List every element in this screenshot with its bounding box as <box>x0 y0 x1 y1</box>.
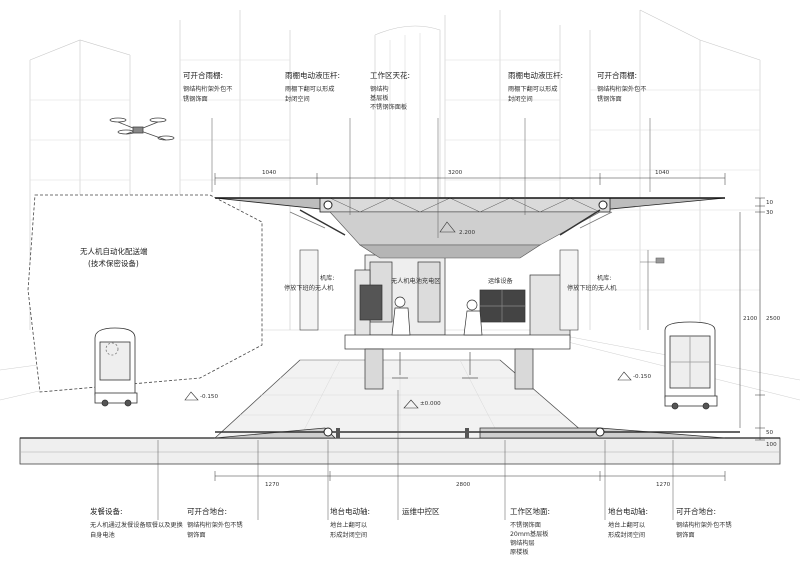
svg-text:无人机自动化配送端: 无人机自动化配送端 <box>80 246 148 256</box>
svg-text:锈钢饰面: 锈钢饰面 <box>183 95 208 103</box>
svg-text:形成封闭空间: 形成封闭空间 <box>608 531 645 539</box>
background-buildings <box>29 9 761 330</box>
annotation-work-floor: 工作区地面: 不锈钢饰面 20mm基层板 钢结构层 原楼板 <box>510 506 550 556</box>
dim-right-3: 2500 <box>766 316 781 322</box>
svg-text:钢结构桁架外包不锈: 钢结构桁架外包不锈 <box>676 521 732 529</box>
charging-area-label: 无人机电池充电区 <box>391 277 441 285</box>
dim-top-left: 1040 <box>262 170 277 176</box>
elevation-left: -0.150 <box>200 394 218 400</box>
svg-text:钢结构桁架外包不: 钢结构桁架外包不 <box>597 85 647 93</box>
svg-text:20mm基层板: 20mm基层板 <box>510 530 549 538</box>
svg-text:钢饰面: 钢饰面 <box>676 531 695 539</box>
annotation-ceiling: 工作区天花: 钢结构 基层板 不锈钢饰面板 <box>370 70 410 111</box>
drone-icon <box>109 117 175 141</box>
annotation-hydraulic-right: 雨棚电动液压杆: 雨棚下翻可以形成 封闭空间 <box>508 70 563 103</box>
svg-text:雨棚下翻可以形成: 雨棚下翻可以形成 <box>508 85 558 93</box>
annotation-floor-platform-right: 可开合地台: 钢结构桁架外包不锈 钢饰面 <box>676 506 732 539</box>
svg-text:可开合雨棚:: 可开合雨棚: <box>183 70 223 80</box>
svg-text:原楼板: 原楼板 <box>510 548 529 556</box>
dim-bottom-mid: 2800 <box>456 482 471 488</box>
svg-text:地台上翻可以: 地台上翻可以 <box>330 521 367 529</box>
hangar-right-label: 机库: 停放下班的无人机 <box>567 274 617 292</box>
svg-text:发餐设备:: 发餐设备: <box>90 506 123 516</box>
svg-text:雨棚电动液压杆:: 雨棚电动液压杆: <box>508 70 563 80</box>
annotation-ops-center: 运维中控区 <box>402 506 440 516</box>
elevation-right: -0.150 <box>633 374 651 380</box>
dim-right-0: 10 <box>766 200 774 206</box>
leader-lines <box>157 118 674 520</box>
dimension-lines <box>214 173 765 481</box>
dim-bottom-left: 1270 <box>265 482 280 488</box>
ground-slab <box>19 437 781 465</box>
elevation-floor: ±0.000 <box>420 401 441 407</box>
dim-right-2: 2100 <box>743 316 758 322</box>
svg-text:雨棚下翻可以形成: 雨棚下翻可以形成 <box>285 85 335 93</box>
street-lamp <box>640 250 665 330</box>
delivery-robot-left <box>94 327 138 407</box>
svg-text:钢结构桁架外包不锈: 钢结构桁架外包不锈 <box>187 521 243 529</box>
svg-text:地台电动轴:: 地台电动轴: <box>608 506 648 516</box>
svg-text:封闭空间: 封闭空间 <box>508 95 533 103</box>
dim-right-5: 100 <box>766 442 777 448</box>
svg-text:不锈钢饰面板: 不锈钢饰面板 <box>370 103 407 111</box>
svg-text:地台上翻可以: 地台上翻可以 <box>608 521 645 529</box>
svg-text:钢结构层: 钢结构层 <box>510 539 535 547</box>
annotation-floor-axis-right: 地台电动轴: 地台上翻可以 形成封闭空间 <box>608 506 648 539</box>
delivery-dock <box>27 194 263 393</box>
svg-text:形成封闭空间: 形成封闭空间 <box>330 531 367 539</box>
svg-text:自身电池: 自身电池 <box>90 531 115 539</box>
delivery-robot-right <box>664 321 718 410</box>
dim-top-mid: 3200 <box>448 170 463 176</box>
annotation-canopy-right: 可开合雨棚: 钢结构桁架外包不 锈钢饰面 <box>597 70 647 103</box>
dim-bottom-right: 1270 <box>656 482 671 488</box>
elevation-markers <box>184 221 632 409</box>
svg-text:机库:: 机库: <box>597 274 611 282</box>
hangar-columns <box>299 249 579 331</box>
svg-text:封闭空间: 封闭空间 <box>285 95 310 103</box>
svg-text:地台电动轴:: 地台电动轴: <box>330 506 370 516</box>
dim-top-right: 1040 <box>655 170 670 176</box>
svg-text:锈钢饰面: 锈钢饰面 <box>597 95 622 103</box>
svg-text:雨棚电动液压杆:: 雨棚电动液压杆: <box>285 70 340 80</box>
svg-text:不锈钢饰面: 不锈钢饰面 <box>510 521 541 529</box>
svg-text:(技术保密设备): (技术保密设备) <box>88 258 139 268</box>
svg-text:可开合地台:: 可开合地台: <box>187 506 227 516</box>
svg-text:钢饰面: 钢饰面 <box>187 531 206 539</box>
svg-text:停放下班的无人机: 停放下班的无人机 <box>284 284 334 292</box>
svg-text:机库:: 机库: <box>320 274 334 282</box>
svg-text:基层板: 基层板 <box>370 94 389 102</box>
dim-right-1: 30 <box>766 210 774 216</box>
svg-text:停放下班的无人机: 停放下班的无人机 <box>567 284 617 292</box>
control-room <box>344 254 571 390</box>
annotation-floor-axis-left: 地台电动轴: 地台上翻可以 形成封闭空间 <box>330 506 370 539</box>
annotation-hydraulic-left: 雨棚电动液压杆: 雨棚下翻可以形成 封闭空间 <box>285 70 340 103</box>
svg-text:工作区天花:: 工作区天花: <box>370 70 410 80</box>
elevation-ceiling: 2.200 <box>459 230 475 236</box>
svg-text:钢结构: 钢结构 <box>370 85 389 93</box>
dim-right-4: 50 <box>766 430 774 436</box>
canopy <box>214 197 726 259</box>
svg-text:工作区地面:: 工作区地面: <box>510 506 550 516</box>
floor-platform <box>214 359 740 439</box>
annotation-canopy-left: 可开合雨棚: 钢结构桁架外包不 锈钢饰面 <box>183 70 233 103</box>
svg-text:可开合雨棚:: 可开合雨棚: <box>597 70 637 80</box>
annotation-floor-platform-left: 可开合地台: 钢结构桁架外包不锈 钢饰面 <box>187 506 243 539</box>
ops-equipment-label: 运维设备 <box>488 277 514 285</box>
svg-text:无人机通过发餐设备取餐以及更换: 无人机通过发餐设备取餐以及更换 <box>90 521 183 529</box>
annotation-dispatch: 发餐设备: 无人机通过发餐设备取餐以及更换 自身电池 <box>90 506 183 539</box>
svg-text:钢结构桁架外包不: 钢结构桁架外包不 <box>183 85 233 93</box>
svg-text:可开合地台:: 可开合地台: <box>676 506 716 516</box>
dock-label: 无人机自动化配送端 (技术保密设备) <box>80 246 148 268</box>
hangar-left-label: 机库: 停放下班的无人机 <box>284 274 334 292</box>
